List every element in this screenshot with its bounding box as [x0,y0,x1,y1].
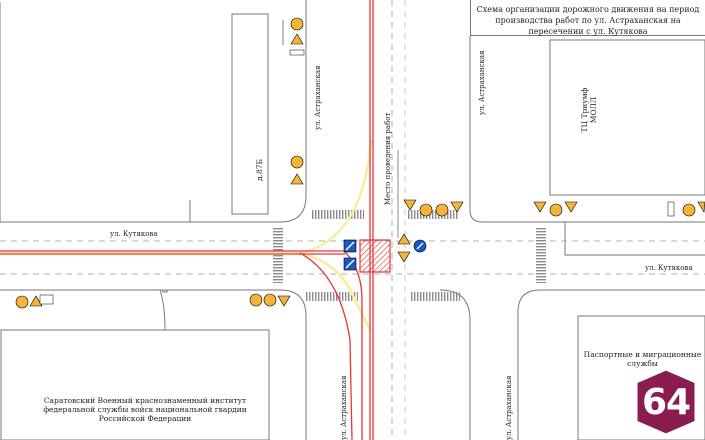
sign-stacks [15,17,705,309]
crosswalk-s2 [410,292,460,301]
side-mark [162,289,168,293]
crosswalk-w [273,228,283,283]
work-zone [359,239,391,273]
work-site-label: Место проведения работ [384,112,392,205]
block-bottom-right-1 [517,289,705,440]
block-bottom-left [0,289,307,440]
sign-stack-ne [403,199,464,217]
crosswalk-s1 [306,292,358,301]
block-top-right [469,36,705,223]
institute-label: Саратовский Военный краснознаменный инст… [43,396,247,423]
region-64-badge: 64 [634,367,698,437]
sign-stack-top-1 [282,17,305,56]
sign-stack-east [533,201,705,217]
scheme-title: Схема организации дорожного движения на … [470,0,705,36]
blue-signs [343,239,427,271]
street-kutyakova-right: ул. Кутякова [645,264,693,272]
block-bottom-center [439,289,471,440]
street-kutyakova-left: ул. Кутякова [110,230,158,238]
crosswalk-n2 [408,210,458,219]
sign-stack-top-2 [290,155,304,185]
building-87b [231,13,269,215]
street-astrakhanskaya-top-right: ул. Астраханская [478,50,486,115]
street-astrakhanskaya-top-left: ул. Астраханская [314,65,322,130]
building-passport [577,315,705,440]
sign-stack-sw [249,293,291,307]
street-astrakhanskaya-bottom-left: ул. Астраханская [340,375,348,440]
block-top-left [0,0,307,223]
crosswalk-e [536,228,546,283]
closure-route [0,0,374,440]
badge-number: 64 [641,382,691,423]
sign-stack-west [15,294,54,309]
building-87b-label: д.87Б [255,158,264,182]
sign-stack-center [397,233,411,263]
tc-label: ТЦ Триумф МОЛЛ [580,87,598,133]
street-astrakhanskaya-bottom-right: ул. Астраханская [505,375,513,440]
detour-route [0,139,374,331]
passport-label: Паспортные и миграционные службы [583,350,702,368]
building-institute [0,329,270,440]
building-tc [549,39,705,196]
crosswalk-n1 [312,210,364,219]
